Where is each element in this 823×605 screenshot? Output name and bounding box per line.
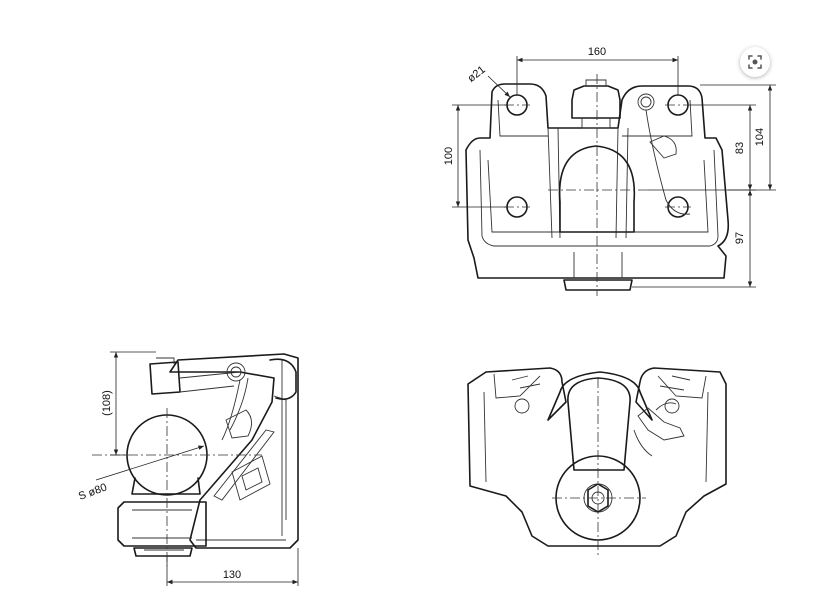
- dim-104: 104: [754, 128, 766, 146]
- dim-130: 130: [223, 569, 241, 581]
- lens-icon: [748, 55, 762, 69]
- dim-83: 83: [734, 142, 746, 154]
- dim-108: (108): [101, 390, 113, 416]
- lens-search-button[interactable]: [740, 47, 770, 77]
- front-view: [465, 74, 730, 296]
- dim-hole-diameter: ø21: [465, 64, 487, 85]
- dim-97: 97: [734, 232, 746, 244]
- side-view-dimensions: (108) S ø80 130: [77, 351, 299, 586]
- side-view: [92, 353, 299, 566]
- dim-100: 100: [443, 147, 455, 165]
- dim-160: 160: [588, 46, 606, 58]
- dim-ball-diameter: S ø80: [77, 482, 109, 503]
- top-view: [467, 367, 727, 556]
- front-view-dimensions: 160 ø21 100 83 104 97: [443, 46, 776, 288]
